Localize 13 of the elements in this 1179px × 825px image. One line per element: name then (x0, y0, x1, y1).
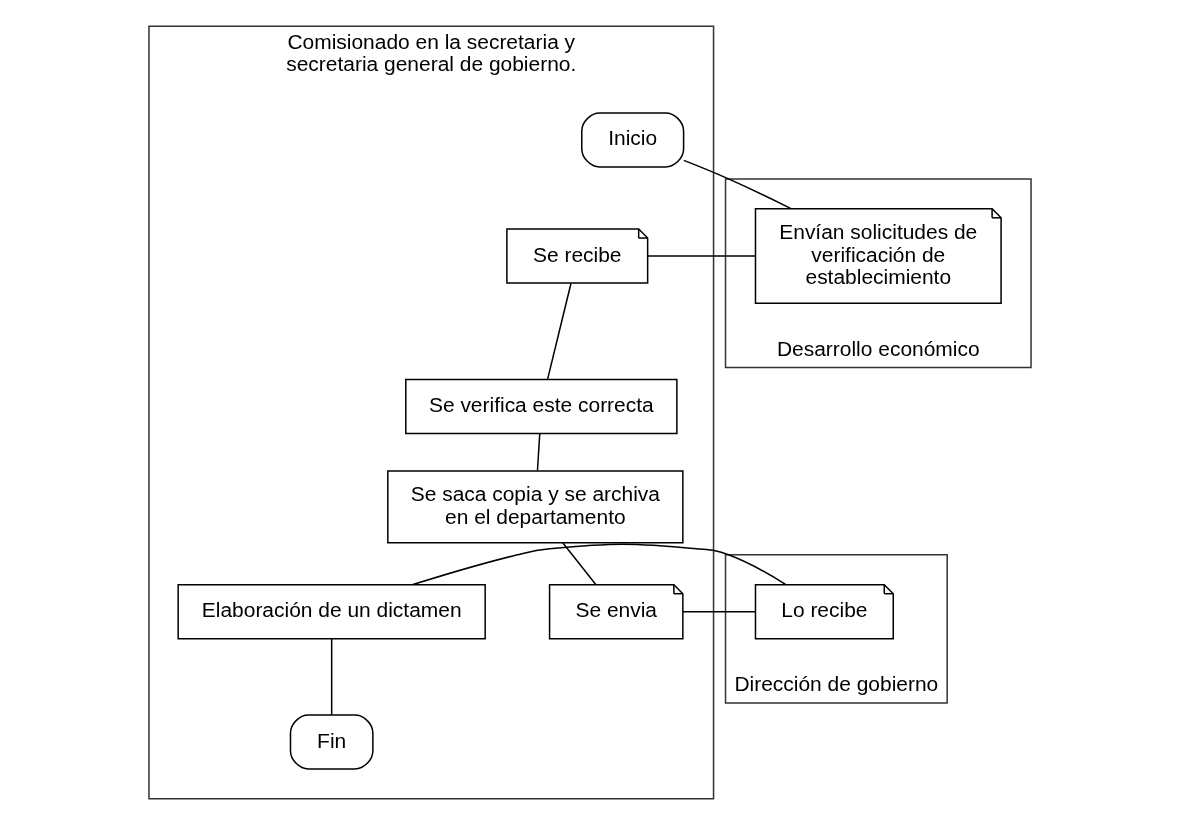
connector (561, 542, 596, 586)
node-box: Se saca copia y se archiva en el departamento (386, 470, 684, 544)
connector (546, 282, 572, 380)
connector (411, 543, 787, 586)
node-box: Elaboración de un dictamen (176, 583, 486, 640)
connector (646, 255, 756, 257)
connector (682, 159, 792, 210)
connector (536, 432, 540, 472)
node-box: Fin (289, 714, 374, 770)
connector (681, 610, 756, 613)
node-box: Se verifica este correcta (404, 378, 678, 435)
node-box: Inicio (580, 112, 684, 168)
connector (330, 638, 332, 716)
